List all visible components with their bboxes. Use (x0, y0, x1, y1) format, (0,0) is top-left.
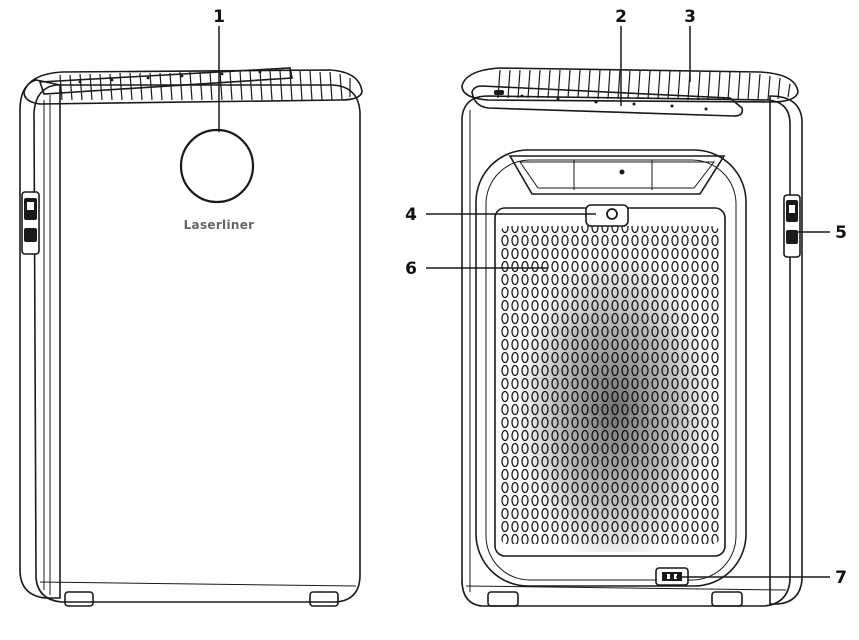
back-foot-left (487, 591, 519, 607)
back-control-panel (471, 85, 744, 117)
back-top-grille (461, 67, 799, 103)
back-control-buttons (494, 90, 708, 111)
front-control-panel (38, 67, 293, 95)
callout-5: 5 (835, 223, 847, 243)
callout-2: 2 (615, 7, 627, 27)
callout-7: 7 (835, 568, 847, 588)
callout-1: 1 (213, 7, 225, 27)
front-brand-logo: Laserliner (184, 218, 255, 232)
back-body-side (769, 95, 803, 605)
front-side-handle (21, 191, 40, 255)
callout-4: 4 (405, 205, 417, 225)
front-foot-right (309, 591, 339, 607)
fan-shadow (515, 232, 715, 552)
front-top-grille (23, 69, 363, 105)
back-cover-frame (475, 149, 747, 587)
front-display-ring (179, 128, 255, 204)
front-view-purifier: Laserliner (19, 67, 363, 607)
callout-numbers: 1 2 3 4 5 6 7 (213, 7, 847, 588)
back-side-handle (783, 194, 801, 258)
front-foot-left (64, 591, 94, 607)
back-body-outline (461, 95, 791, 607)
front-control-buttons (78, 70, 262, 84)
callout-6: 6 (405, 259, 417, 279)
callout-3: 3 (684, 7, 696, 27)
back-view-purifier (461, 67, 803, 607)
back-foot-right (711, 591, 743, 607)
callout-leaders (218, 26, 830, 578)
filter-sensor (606, 208, 618, 220)
back-top-grille-fins (497, 69, 791, 101)
back-cover-inner (485, 159, 737, 581)
back-handle-recess (508, 155, 726, 195)
front-body-side (19, 79, 61, 599)
back-handle-screw (619, 169, 625, 175)
